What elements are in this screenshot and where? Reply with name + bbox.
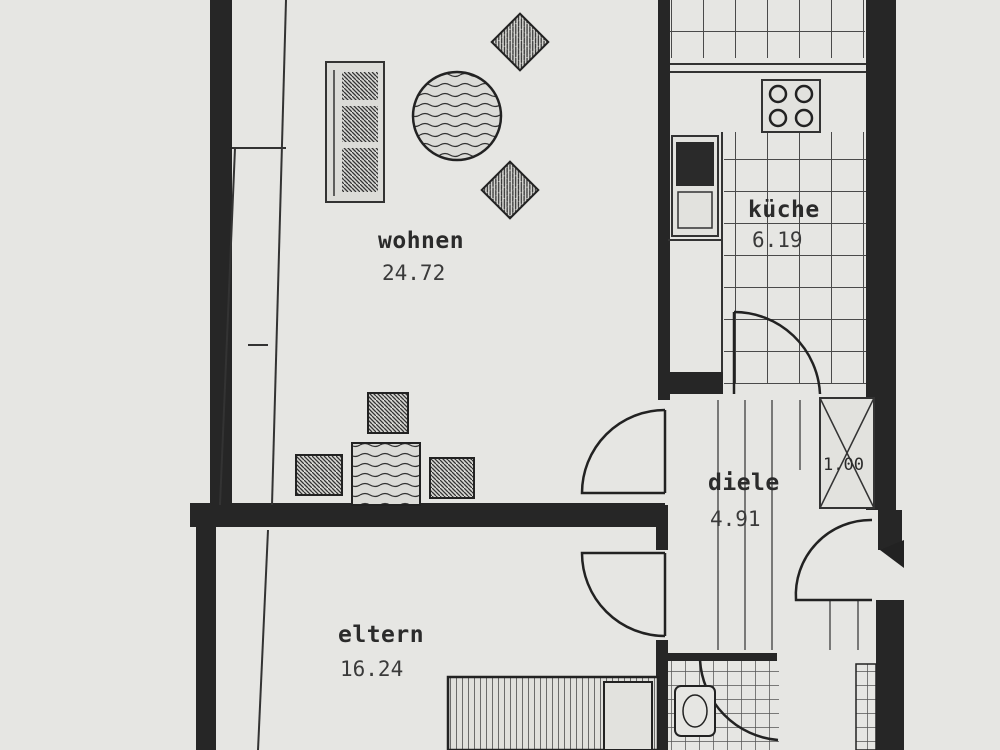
- bathtub: [855, 663, 877, 750]
- dining-table: [351, 442, 421, 506]
- room-name-eltern: eltern: [338, 622, 424, 648]
- hallway-floor-stripes: [717, 400, 859, 650]
- round-table: [411, 70, 503, 162]
- room-area-eltern: 16.24: [340, 657, 403, 681]
- room-name-diele: diele: [708, 470, 780, 496]
- kitchen-tile-floor: [670, 0, 867, 384]
- bathroom-sink: [674, 685, 716, 737]
- room-area-wohnen: 24.72: [382, 261, 445, 285]
- shower-label: 1.00: [823, 455, 864, 475]
- room-area-kueche: 6.19: [752, 228, 803, 252]
- armchair-bottom: [480, 160, 540, 220]
- walls: [190, 0, 904, 750]
- room-wohnen: wohnen 24.72: [378, 228, 464, 285]
- bed: [446, 675, 660, 750]
- dining-chair-left: [295, 454, 343, 496]
- room-name-kueche: küche: [748, 197, 820, 223]
- doors: [580, 310, 873, 742]
- dining-chair-top: [367, 392, 409, 434]
- room-kueche: küche 6.19: [748, 197, 820, 252]
- dining-chair-right: [429, 457, 475, 499]
- entrance-arrow-icon: [880, 540, 904, 568]
- stove: [761, 79, 821, 133]
- room-area-diele: 4.91: [710, 507, 761, 531]
- room-diele: diele 4.91: [708, 470, 780, 531]
- bookshelf: [325, 61, 385, 203]
- fridge: [671, 135, 719, 237]
- room-name-wohnen: wohnen: [378, 228, 464, 254]
- armchair-top: [490, 12, 550, 72]
- thin-lines: [219, 0, 866, 750]
- shower-tray: [819, 397, 875, 509]
- room-eltern: eltern 16.24: [338, 622, 424, 681]
